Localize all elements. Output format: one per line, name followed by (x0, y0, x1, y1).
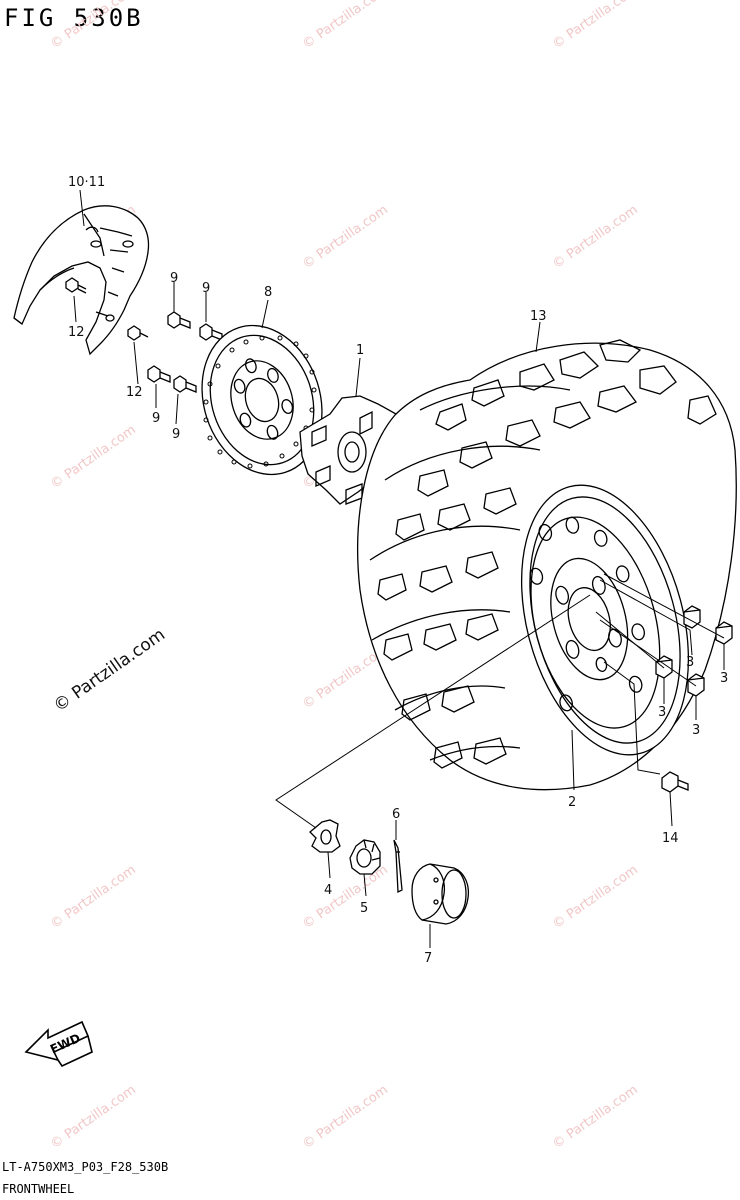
fwd-direction-arrow (24, 1020, 93, 1068)
callout-2: 2 (568, 795, 576, 810)
bolt-part[interactable] (167, 311, 191, 329)
callout-6: 6 (392, 807, 400, 822)
wheel-nut-part[interactable] (715, 621, 733, 645)
figure-caption: FRONTWHEEL (2, 1182, 75, 1196)
callout-1: 1 (356, 343, 364, 358)
bolt-part[interactable] (173, 375, 197, 393)
callout-9: 9 (172, 427, 180, 442)
valve-part[interactable] (661, 771, 689, 793)
figure-title: FIG 530B (4, 4, 144, 32)
cotter-pin-part[interactable] (393, 839, 403, 894)
callout-14: 14 (662, 831, 679, 846)
callout-3: 3 (720, 671, 728, 686)
bolt-part[interactable] (127, 325, 149, 341)
wheel-nut-part[interactable] (687, 673, 705, 697)
callout-13: 13 (530, 309, 547, 324)
callout-3: 3 (692, 723, 700, 738)
hub-cap-part[interactable] (411, 863, 470, 925)
callout-3: 3 (658, 705, 666, 720)
callout-10-11: 10·11 (68, 175, 105, 190)
leader-lines (73, 189, 725, 948)
callout-5: 5 (360, 901, 368, 916)
callout-9: 9 (202, 281, 210, 296)
callout-12: 12 (126, 385, 143, 400)
brake-disc-holes (203, 335, 317, 469)
brake-disc-part[interactable] (183, 310, 340, 490)
model-code: LT-A750XM3_P03_F28_530B (2, 1160, 169, 1174)
wheel-nut-part[interactable] (683, 605, 701, 629)
disc-cover-part[interactable] (13, 205, 150, 356)
callout-7: 7 (424, 951, 432, 966)
callout-8: 8 (264, 285, 272, 300)
callout-3: 3 (686, 655, 694, 670)
callout-4: 4 (324, 883, 332, 898)
washer-part[interactable] (309, 819, 341, 853)
callout-9: 9 (170, 271, 178, 286)
bolt-part[interactable] (199, 323, 223, 341)
bolt-part[interactable] (147, 365, 171, 383)
castle-nut-part[interactable] (349, 839, 381, 875)
callout-9: 9 (152, 411, 160, 426)
bolt-part[interactable] (65, 277, 87, 294)
callout-12: 12 (68, 325, 85, 340)
